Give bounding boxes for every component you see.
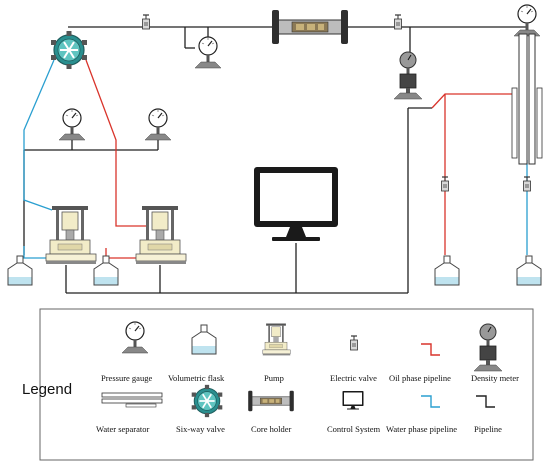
pipeline-network xyxy=(23,26,527,294)
legend-label-water-phase-pipeline: Water phase pipeline xyxy=(386,424,457,434)
legend-label-electric-valve: Electric valve xyxy=(330,373,377,383)
monitor-icon xyxy=(254,167,338,241)
legend-label-volumetric-flask: Volumetric flask xyxy=(168,373,225,383)
water-phase-lines xyxy=(23,59,528,259)
legend-label-oil-phase-pipeline: Oil phase pipeline xyxy=(389,373,451,383)
oil-phase-pipeline-icon xyxy=(421,343,440,356)
legend-label-density-meter: Density meter xyxy=(471,373,519,383)
pump-icon xyxy=(135,205,187,265)
volumetric-flask-icon xyxy=(434,255,460,286)
volumetric-flask-icon xyxy=(7,255,33,286)
legend-label-six-way-valve: Six-way valve xyxy=(176,424,225,434)
legend-label-pressure-gauge: Pressure gauge xyxy=(101,373,152,383)
pressure-gauge-icon xyxy=(144,108,172,141)
oil-phase-lines xyxy=(85,59,512,259)
pressure-gauge-icon xyxy=(58,108,86,141)
legend-label-water-separator: Water separator xyxy=(96,424,150,434)
electric-valve-icon xyxy=(141,14,151,30)
legend-label-pump: Pump xyxy=(264,373,284,383)
electric-valve-icon xyxy=(393,14,403,30)
water-separator-icon xyxy=(101,392,163,408)
legend-box xyxy=(39,308,534,461)
pipeline-icon xyxy=(476,395,495,408)
density-meter-icon xyxy=(393,51,423,100)
volumetric-flask-icon xyxy=(516,255,542,286)
pressure-gauge-icon xyxy=(194,36,222,69)
water-phase-pipeline-icon xyxy=(421,395,440,408)
legend-label-pipeline: Pipeline xyxy=(474,424,502,434)
core-holder-icon xyxy=(271,9,349,45)
pump-icon xyxy=(45,205,97,265)
pressure-gauge-icon xyxy=(513,4,541,37)
electric-valve-icon xyxy=(522,176,532,192)
six-way-valve-icon xyxy=(50,30,88,70)
electric-valve-icon xyxy=(440,176,450,192)
legend-label-control-system: Control System xyxy=(327,424,381,434)
water-separator-icon xyxy=(511,33,543,165)
volumetric-flask-icon xyxy=(93,255,119,286)
legend-label-core-holder: Core holder xyxy=(251,424,292,434)
legend-title: Legend xyxy=(22,381,72,398)
